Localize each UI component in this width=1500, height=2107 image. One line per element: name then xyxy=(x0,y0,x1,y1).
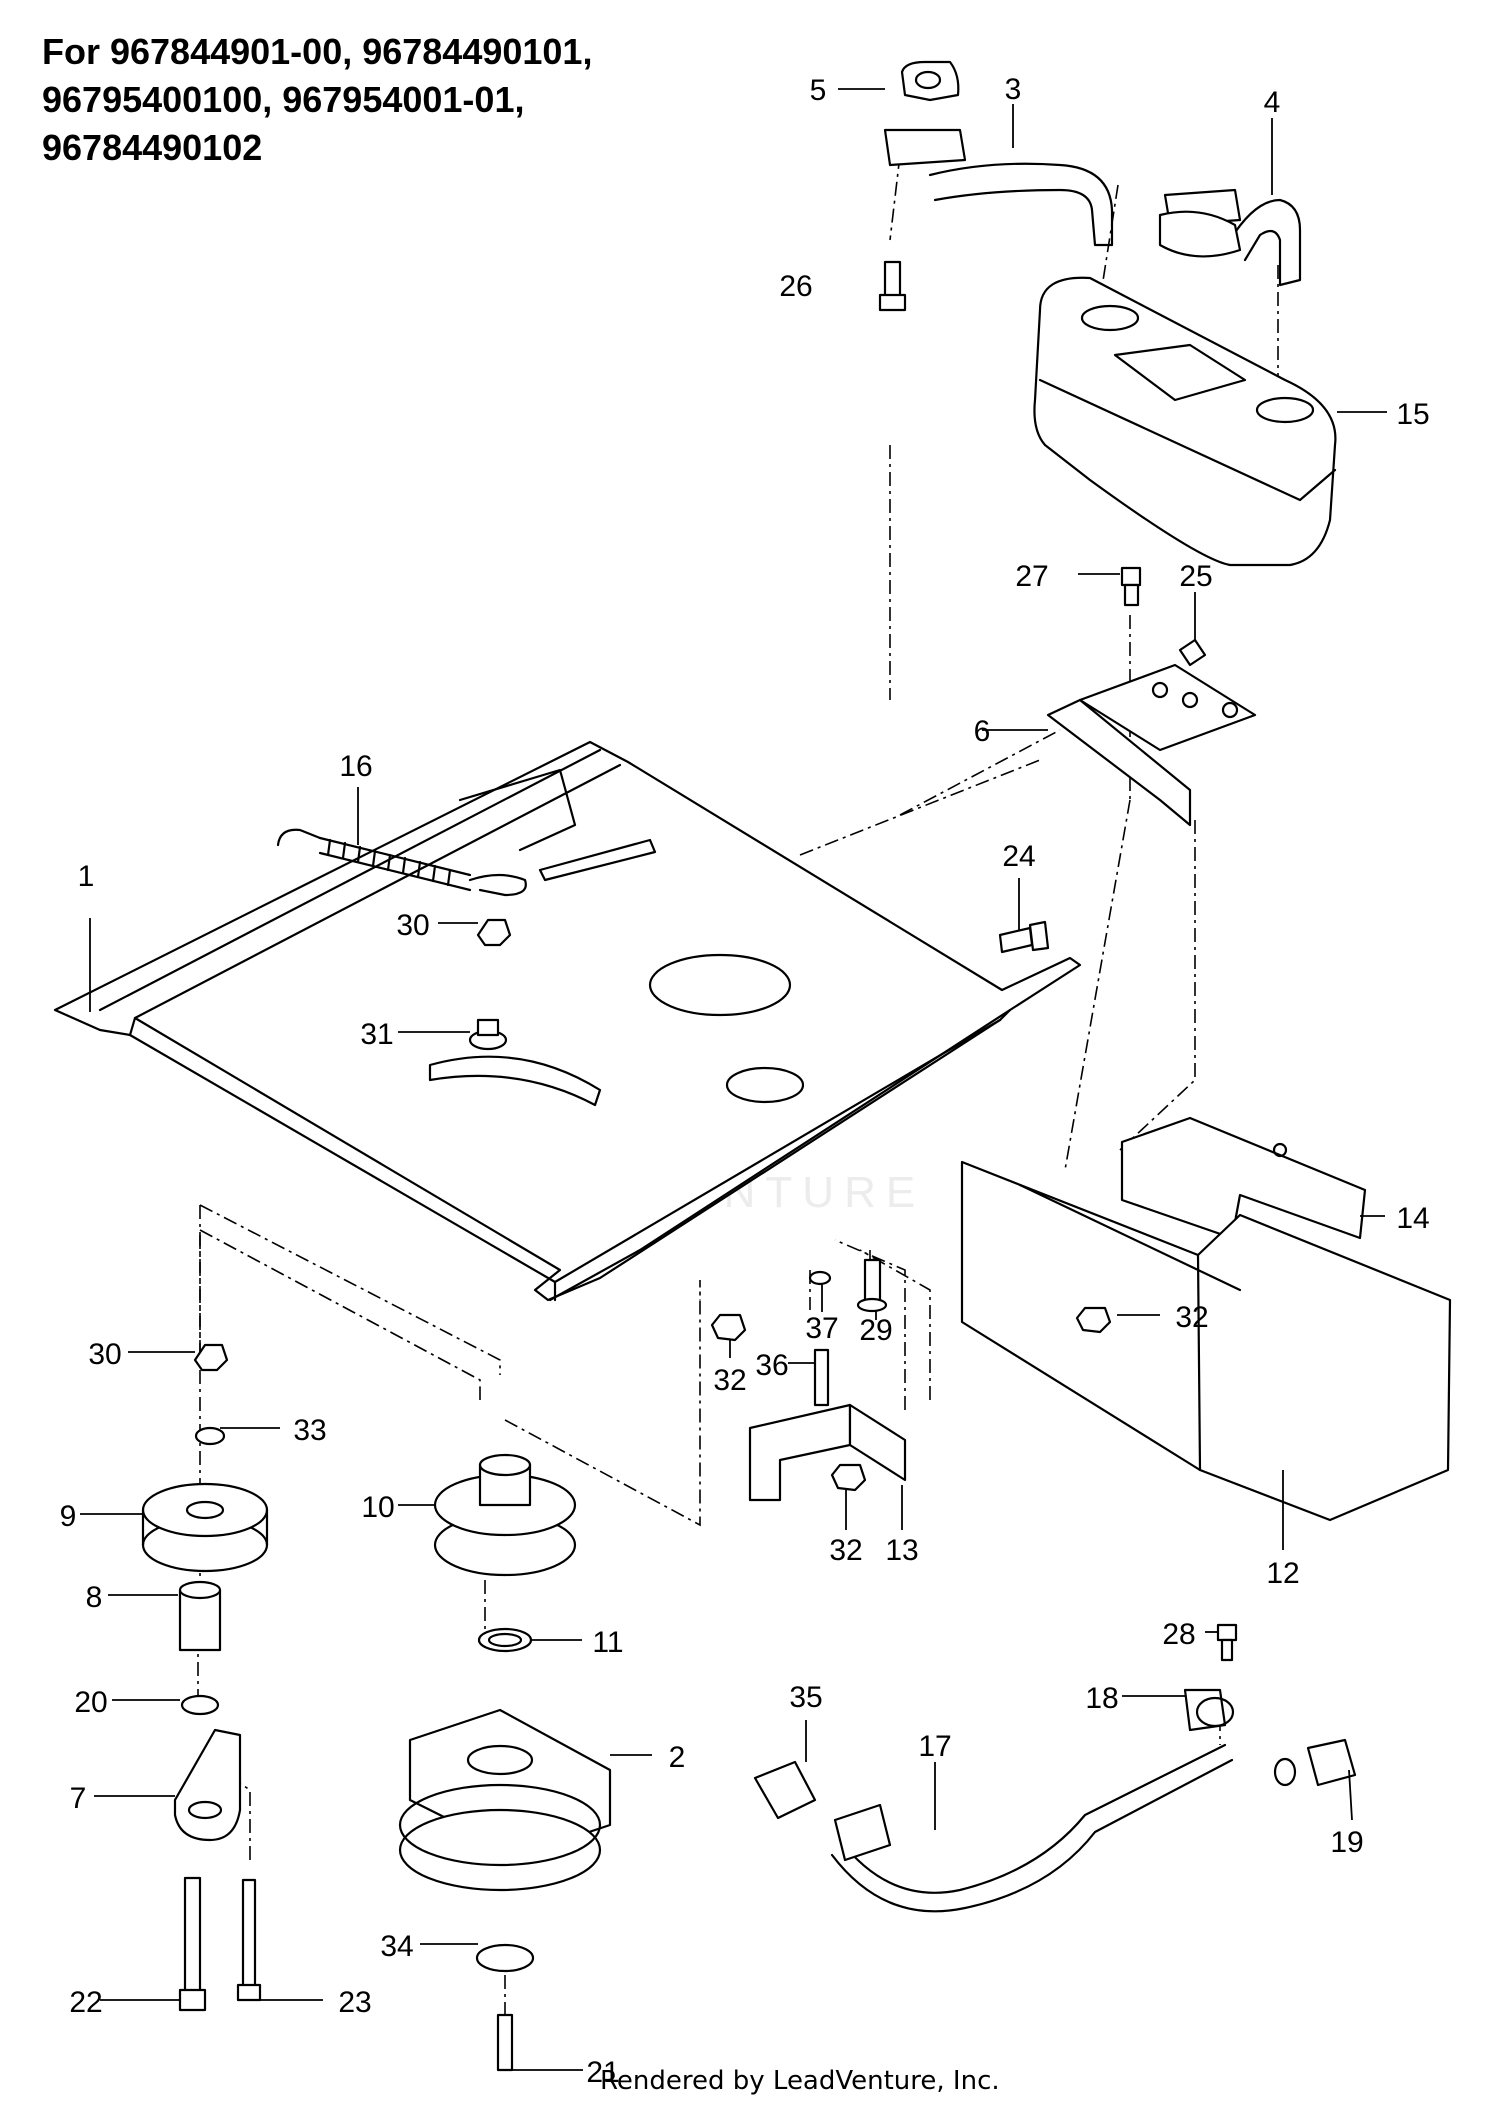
part-32-nut-bottom xyxy=(830,1463,867,1492)
part-17-fuel-hose xyxy=(830,1743,1234,1913)
leader-lines xyxy=(80,88,1387,2071)
callout-29: 29 xyxy=(859,1314,892,1347)
part-25-bracket-screw xyxy=(1178,638,1207,667)
part-3-exhaust-pipe-left xyxy=(883,128,1114,247)
callout-4: 4 xyxy=(1264,86,1281,119)
callout-labels: 1 2 3 4 5 6 7 8 9 10 11 12 13 14 15 16 1… xyxy=(60,73,1430,2089)
model-number-header: For 967844901-00, 96784490101, 967954001… xyxy=(42,28,592,172)
part-30-upper-nut xyxy=(476,918,512,947)
part-31-flange-nut xyxy=(468,1018,508,1051)
callout-31: 31 xyxy=(360,1018,393,1051)
callout-13: 13 xyxy=(885,1534,918,1567)
part-2-electric-clutch xyxy=(398,1708,612,1892)
part-1-engine-deck-plate xyxy=(53,740,1082,1302)
part-32-nut-right xyxy=(1075,1306,1112,1334)
callout-1: 1 xyxy=(78,860,95,893)
callout-14: 14 xyxy=(1396,1202,1429,1235)
part-30-lower-nut xyxy=(193,1343,229,1372)
callout-8: 8 xyxy=(86,1581,103,1614)
part-19-fuel-fitting xyxy=(1273,1738,1357,1787)
part-16-tension-spring xyxy=(276,828,527,897)
callout-32-right: 32 xyxy=(1175,1301,1208,1334)
callout-23: 23 xyxy=(338,1986,371,2019)
callout-33: 33 xyxy=(293,1414,326,1447)
part-26-exhaust-bolt xyxy=(878,260,907,312)
part-11-spacer-ring xyxy=(477,1627,533,1653)
part-5-exhaust-gasket xyxy=(900,60,960,102)
part-21-clutch-bolt xyxy=(496,2013,514,2072)
part-9-idler-pulley xyxy=(141,1482,269,1573)
callout-18: 18 xyxy=(1085,1682,1118,1715)
part-23-bolt xyxy=(236,1878,262,2002)
callout-20: 20 xyxy=(74,1686,107,1719)
callout-3: 3 xyxy=(1005,73,1022,106)
callout-32-bottom: 32 xyxy=(829,1534,862,1567)
callout-25: 25 xyxy=(1179,560,1212,593)
callout-10: 10 xyxy=(361,1491,394,1524)
callout-2: 2 xyxy=(669,1741,686,1774)
part-12-belt-shield xyxy=(960,1160,1452,1522)
callout-15: 15 xyxy=(1396,398,1429,431)
part-36-carriage-bolt xyxy=(813,1348,830,1407)
part-18-hose-clamp xyxy=(1183,1688,1235,1732)
part-33-washer xyxy=(194,1426,226,1446)
callout-34: 34 xyxy=(380,1930,413,1963)
callout-22: 22 xyxy=(69,1986,102,2019)
part-29-deck-bolt xyxy=(856,1258,888,1313)
callout-21: 21 xyxy=(586,2056,619,2089)
footer-credit: Rendered by LeadVenture, Inc. xyxy=(600,2066,1000,2096)
part-32-nut-left xyxy=(710,1313,747,1342)
part-6-muffler-bracket xyxy=(1046,663,1257,827)
part-10-engine-pulley xyxy=(433,1453,577,1577)
part-35-fitting xyxy=(753,1760,817,1820)
part-15-muffler xyxy=(1033,276,1337,567)
callout-24: 24 xyxy=(1002,840,1035,873)
part-7-idler-arm xyxy=(173,1728,242,1842)
callout-7: 7 xyxy=(70,1782,87,1815)
part-14-heat-shield xyxy=(1120,1116,1367,1240)
callout-26: 26 xyxy=(779,270,812,303)
callout-37: 37 xyxy=(805,1312,838,1345)
part-4-exhaust-pipe-right xyxy=(1158,188,1302,287)
part-24-flange-bolt xyxy=(998,920,1050,954)
callout-35: 35 xyxy=(789,1681,822,1714)
part-13-belt-guide-bracket xyxy=(748,1403,907,1502)
part-20-washer xyxy=(180,1694,220,1716)
callout-9: 9 xyxy=(60,1500,77,1533)
header-line-2: 96795400100, 967954001-01, xyxy=(42,79,525,120)
callout-19: 19 xyxy=(1330,1826,1363,1859)
callout-5: 5 xyxy=(810,74,827,107)
callout-30-lower: 30 xyxy=(88,1338,121,1371)
part-22-shoulder-bolt xyxy=(178,1876,207,2012)
callout-30-upper: 30 xyxy=(396,909,429,942)
header-line-3: 96784490102 xyxy=(42,127,263,168)
part-28-clamp-bolt xyxy=(1216,1623,1238,1662)
header-line-1: For 967844901-00, 96784490101, xyxy=(42,31,593,72)
callout-28: 28 xyxy=(1162,1618,1195,1651)
callout-17: 17 xyxy=(918,1730,951,1763)
callout-11: 11 xyxy=(592,1626,623,1659)
callout-32-left: 32 xyxy=(713,1364,746,1397)
callout-16: 16 xyxy=(339,750,372,783)
callout-36: 36 xyxy=(755,1349,788,1382)
part-27-bracket-bolt xyxy=(1120,566,1142,607)
callout-27: 27 xyxy=(1015,560,1048,593)
part-37-washer xyxy=(808,1270,832,1286)
callout-6: 6 xyxy=(974,715,991,748)
part-8-spacer xyxy=(178,1580,222,1652)
callout-12: 12 xyxy=(1266,1557,1299,1590)
part-34-clutch-washer xyxy=(475,1943,535,1973)
